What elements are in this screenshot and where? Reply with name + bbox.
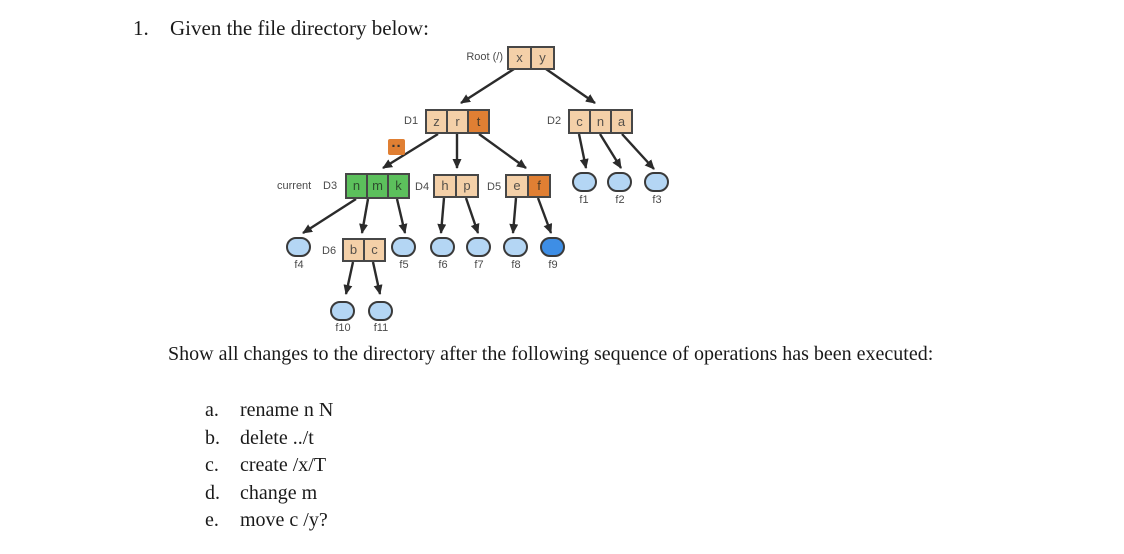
operation-letter: c.	[205, 454, 219, 477]
d4-node-box: h p	[433, 174, 479, 198]
d2-label: D2	[547, 115, 562, 127]
d2-node-box: c n a	[568, 109, 633, 134]
dir-cell: h	[435, 176, 455, 196]
file-node-f1	[572, 172, 597, 192]
d6-label: D6	[322, 245, 337, 257]
operation-text: change m	[240, 481, 318, 504]
operation-text: move c /y?	[240, 509, 328, 532]
dir-cell: b	[344, 240, 363, 260]
dir-cell: c	[570, 111, 589, 132]
file-label-f1: f1	[579, 194, 589, 206]
question-title-text: Given the file directory below:	[170, 16, 429, 40]
file-label-f11: f11	[373, 322, 389, 334]
file-node-f3	[644, 172, 669, 192]
dir-cell-highlighted: f	[527, 176, 549, 196]
operation-letter: d.	[205, 481, 220, 504]
d4-label: D4	[415, 181, 430, 193]
file-node-f11	[368, 301, 393, 321]
question-number: 1.	[133, 16, 149, 40]
file-node-f4	[286, 237, 311, 257]
operation-item: e. move c /y?	[205, 507, 333, 535]
dir-cell: n	[589, 111, 610, 132]
d5-label: D5	[487, 181, 502, 193]
dir-cell: e	[507, 176, 527, 196]
d5-node-box: e f	[505, 174, 551, 198]
d3-label: D3	[323, 180, 338, 192]
d1-node-box: z r t	[425, 109, 490, 134]
dir-cell: m	[366, 175, 387, 197]
file-node-f7	[466, 237, 491, 257]
file-node-f2	[607, 172, 632, 192]
file-node-f9-highlighted	[540, 237, 565, 257]
operation-text: rename n N	[240, 399, 334, 421]
question-paragraph: Show all changes to the directory after …	[168, 343, 934, 365]
file-label-f2: f2	[615, 194, 625, 206]
operation-item: b. delete ../t	[205, 425, 333, 453]
file-label-f7: f7	[474, 259, 484, 271]
operation-letter: a.	[205, 399, 219, 421]
operation-text: delete ../t	[240, 426, 314, 449]
dir-cell: c	[363, 240, 384, 260]
file-node-f8	[503, 237, 528, 257]
root-label: Root (/)	[466, 51, 503, 63]
file-node-f5	[391, 237, 416, 257]
operation-letter: b.	[205, 426, 220, 449]
d3-node-box-current: n m k	[345, 173, 410, 199]
d1-label: D1	[404, 115, 419, 127]
d6-node-box: b c	[342, 238, 386, 262]
file-label-f8: f8	[511, 259, 521, 271]
operation-item: a. rename n N	[205, 397, 333, 425]
dir-cell: k	[387, 175, 408, 197]
parent-dir-ref-badge: ..	[388, 135, 405, 155]
operations-list: a. rename n N b. delete ../t c. create /x/T…	[205, 397, 333, 535]
file-label-f6: f6	[438, 259, 448, 271]
operation-letter: e.	[205, 509, 219, 532]
file-label-f5: f5	[399, 259, 409, 271]
dir-cell: z	[427, 111, 446, 132]
dir-cell: p	[455, 176, 477, 196]
dir-cell: y	[530, 48, 553, 68]
file-label-f3: f3	[652, 194, 662, 206]
dir-cell: r	[446, 111, 467, 132]
operation-item: d. change m	[205, 480, 333, 508]
dir-cell: n	[347, 175, 366, 197]
file-label-f10: f10	[335, 322, 351, 334]
operation-text: create /x/T	[240, 454, 327, 477]
file-label-f4: f4	[294, 259, 304, 271]
file-node-f10	[330, 301, 355, 321]
file-label-f9: f9	[548, 259, 558, 271]
root-node-box: x y	[507, 46, 555, 70]
dir-cell-highlighted: t	[467, 111, 488, 132]
file-node-f6	[430, 237, 455, 257]
dir-cell: x	[509, 48, 530, 68]
current-dir-label: current	[277, 180, 312, 192]
dir-cell: a	[610, 111, 631, 132]
operation-item: c. create /x/T	[205, 452, 333, 480]
